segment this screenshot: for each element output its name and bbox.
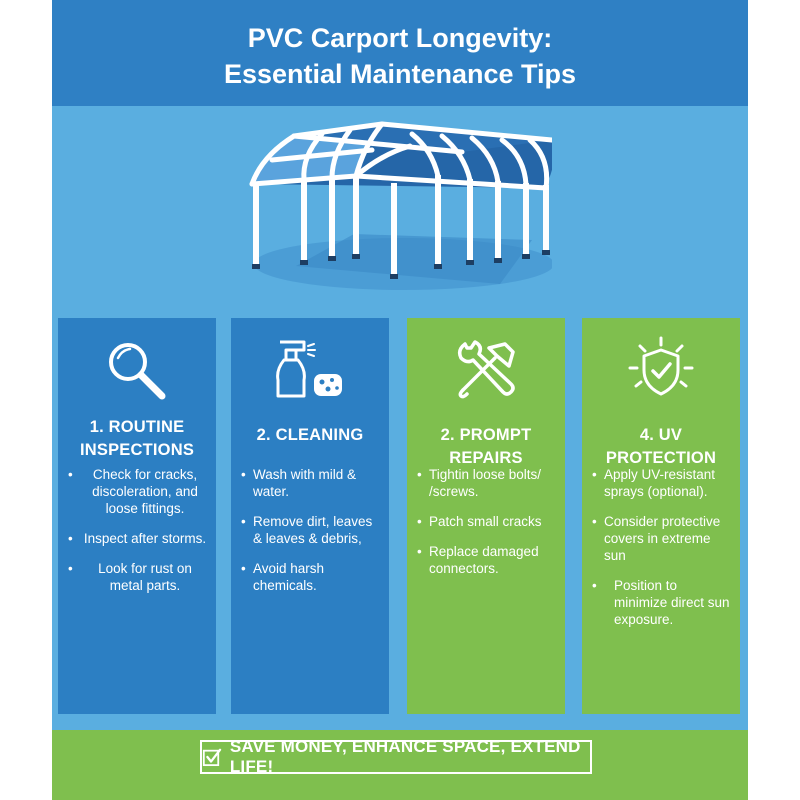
header: PVC Carport Longevity: Essential Mainten…	[52, 0, 748, 106]
bullet-item: Replace damaged connectors.	[417, 543, 559, 577]
title-line-2: Essential Maintenance Tips	[223, 59, 577, 89]
bullet-list: Apply UV-resistant sprays (optional). Co…	[592, 466, 734, 641]
carport-illustration	[249, 121, 552, 290]
bullet-item: Inspect after storms.	[68, 530, 210, 547]
card-title: 1. ROUTINE INSPECTIONS	[64, 416, 210, 462]
footer-banner: SAVE MONEY, ENHANCE SPACE, EXTEND LIFE!	[200, 737, 592, 776]
bullet-item: Look for rust on metal parts.	[68, 560, 210, 594]
card-title-line-1: 1. ROUTINE	[89, 418, 185, 436]
footer: SAVE MONEY, ENHANCE SPACE, EXTEND LIFE!	[52, 730, 748, 800]
bullet-item: Consider protective covers in extreme su…	[592, 513, 734, 564]
bullet-item: Avoid harsh chemicals.	[241, 560, 383, 594]
card-uv-protection: 4. UV PROTECTION Apply UV-resistant spra…	[582, 318, 740, 714]
bullet-item: Apply UV-resistant sprays (optional).	[592, 466, 734, 500]
spray-bottle-sponge-icon	[276, 340, 342, 398]
magnifier-icon	[109, 343, 166, 400]
bullet-item: Check for cracks, discoleration, and loo…	[68, 466, 210, 517]
card-title-line-2: INSPECTIONS	[79, 441, 195, 459]
card-prompt-repairs: 2. PROMPT REPAIRS Tightin loose bolts/ /…	[407, 318, 565, 714]
bullet-item: Position to minimize direct sun exposure…	[592, 577, 734, 628]
bullet-list: Wash with mild & water. Remove dirt, lea…	[241, 466, 383, 607]
card-title: 2. PROMPT REPAIRS	[440, 426, 532, 467]
bullet-item: Wash with mild & water.	[241, 466, 383, 500]
card-title: 2. CLEANING	[256, 426, 364, 444]
wrench-hammer-icon	[457, 340, 515, 399]
footer-slogan: SAVE MONEY, ENHANCE SPACE, EXTEND LIFE!	[229, 737, 581, 776]
bullet-list: Check for cracks, discoleration, and loo…	[68, 466, 210, 607]
sun-shield-check-icon	[628, 336, 694, 396]
bullet-item: Remove dirt, leaves & leaves & debris,	[241, 513, 383, 547]
bullet-list: Tightin loose bolts/ /screws. Patch smal…	[417, 466, 559, 590]
card-routine-inspections: 1. ROUTINE INSPECTIONS Check for cracks,…	[58, 318, 216, 714]
title-line-1: PVC Carport Longevity:	[247, 23, 553, 53]
checkbox-icon	[202, 748, 222, 767]
card-cleaning: 2. CLEANING Wash with mild & water. Remo…	[231, 318, 389, 714]
infographic: PVC Carport Longevity: Essential Mainten…	[52, 0, 748, 800]
bullet-item: Patch small cracks	[417, 513, 559, 530]
bullet-item: Tightin loose bolts/ /screws.	[417, 466, 559, 500]
card-title: 4. UV PROTECTION	[605, 426, 717, 467]
